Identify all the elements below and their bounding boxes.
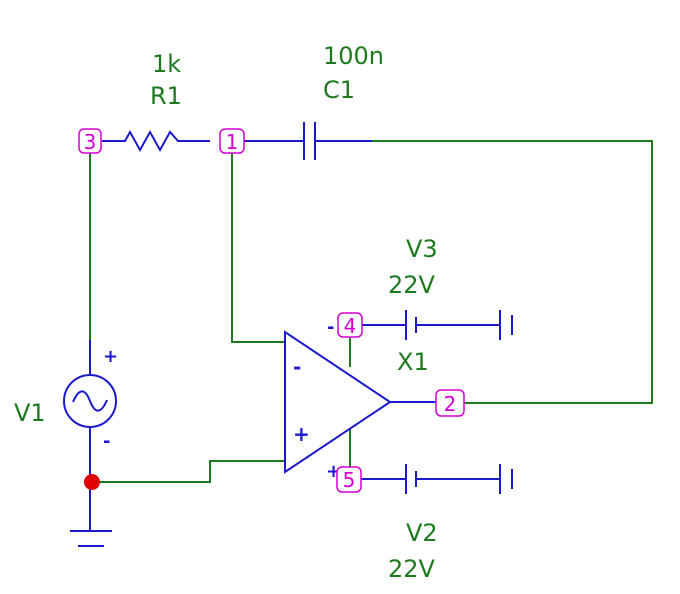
opamp-inverting-sign: - <box>293 355 301 379</box>
resistor-r1[interactable] <box>102 129 210 153</box>
battery-v2[interactable] <box>360 464 513 494</box>
x1-name-label: X1 <box>397 348 429 376</box>
ac-source-v1[interactable]: + - <box>63 340 118 482</box>
node-2[interactable]: 2 <box>435 389 465 417</box>
opamp-x1[interactable]: - + <box>284 330 436 474</box>
wires <box>89 140 653 483</box>
opamp-noninverting-sign: + <box>293 422 310 446</box>
capacitor-c1[interactable] <box>303 122 372 160</box>
node-1[interactable]: 1 <box>219 128 245 154</box>
ground-symbol <box>70 482 112 547</box>
wire-gnd-to-noninv <box>92 460 285 483</box>
c1-value-label: 100n <box>323 42 384 70</box>
wire-feedback <box>372 140 653 404</box>
node-5[interactable]: 5 <box>336 466 362 493</box>
battery-v3[interactable] <box>360 310 513 340</box>
svg-text:1: 1 <box>226 130 239 154</box>
r1-value-label: 1k <box>152 50 181 78</box>
svg-text:2: 2 <box>444 392 457 416</box>
v1-name-label: V1 <box>14 399 46 427</box>
junction-dot <box>84 474 100 490</box>
v3-value-label: 22V <box>388 271 436 299</box>
v2-value-label: 22V <box>388 555 436 583</box>
v1-plus-sign: + <box>103 346 118 367</box>
svg-text:4: 4 <box>344 314 357 338</box>
c1-name-label: C1 <box>323 76 355 104</box>
node-4[interactable]: 4 <box>337 312 363 338</box>
node-3[interactable]: 3 <box>78 128 102 154</box>
supply-minus-mark: - <box>327 317 334 338</box>
r1-name-label: R1 <box>150 82 182 110</box>
v3-name-label: V3 <box>406 235 438 263</box>
v1-minus-sign: - <box>103 431 110 452</box>
v2-name-label: V2 <box>406 519 438 547</box>
svg-text:3: 3 <box>84 130 97 154</box>
svg-text:5: 5 <box>343 468 356 492</box>
wire-node1-to-inv <box>231 153 285 343</box>
